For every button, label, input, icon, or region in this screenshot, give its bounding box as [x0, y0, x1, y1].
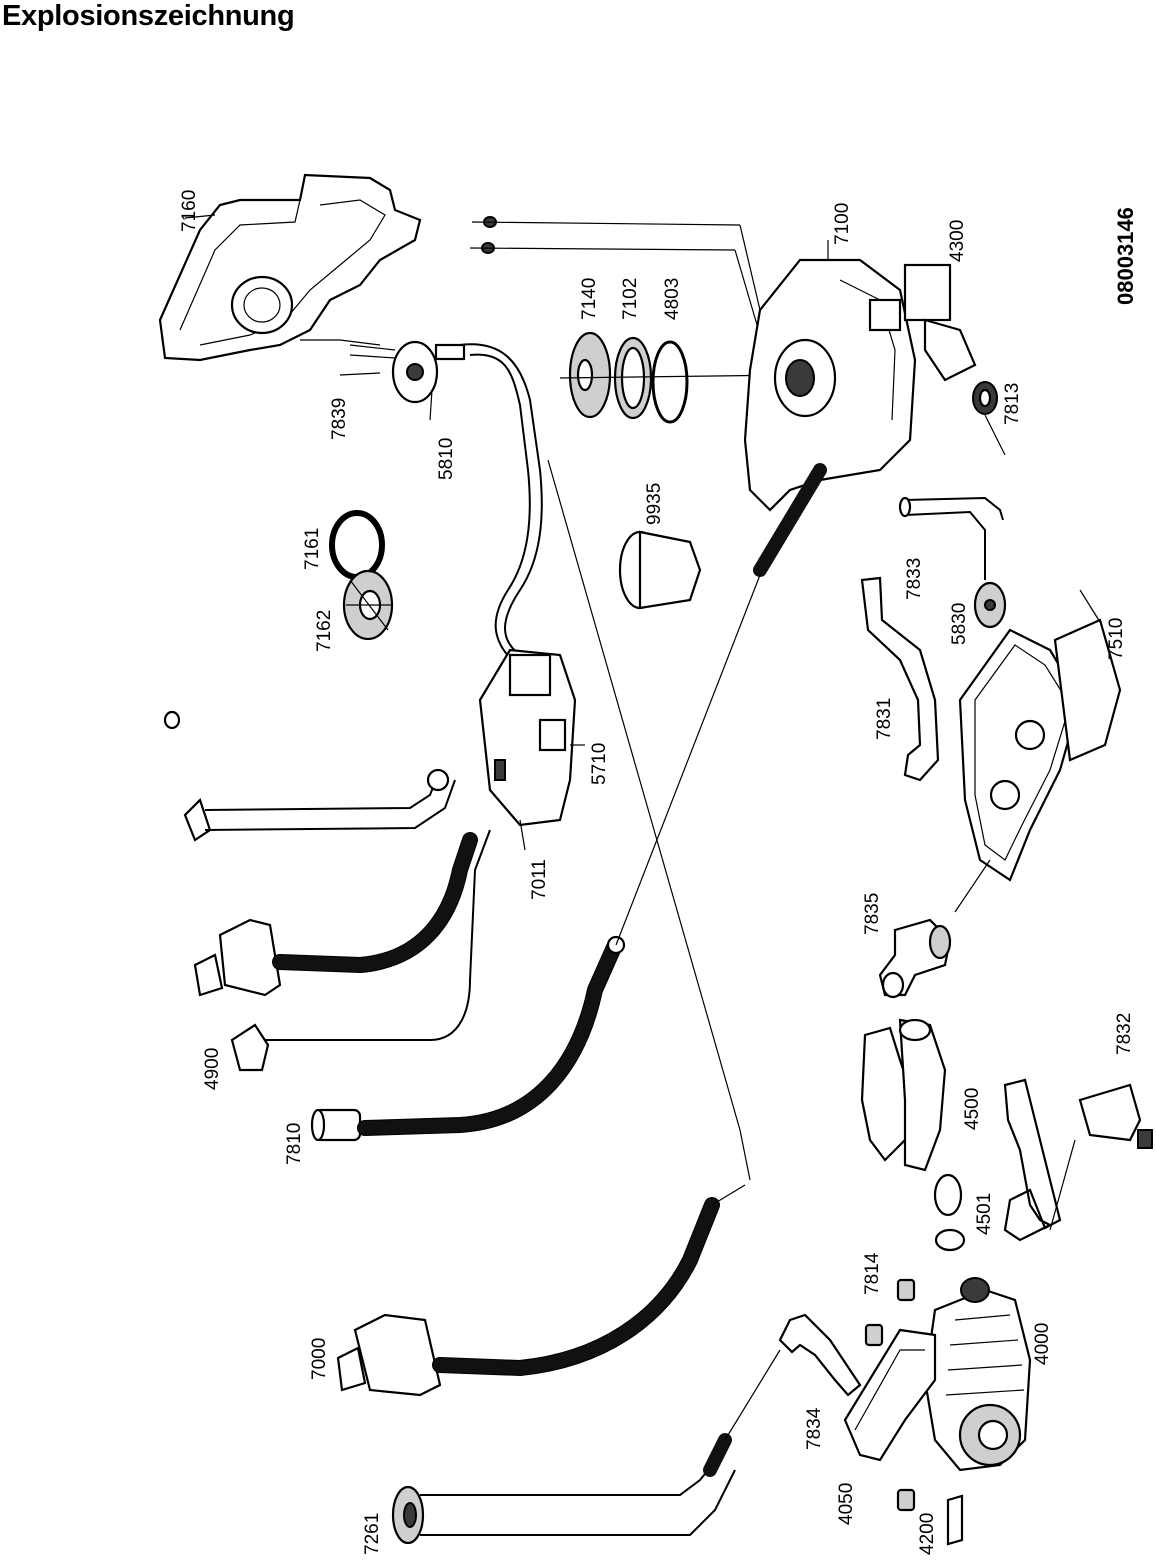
- label-7100: 7100: [832, 203, 853, 245]
- label-7833: 7833: [904, 558, 925, 600]
- label-7161: 7161: [302, 528, 323, 570]
- part-7832-hose: [1003, 1078, 1153, 1242]
- part-9935-cap: [618, 530, 702, 610]
- part-7160-housing: [158, 173, 422, 362]
- part-4050-bracket: [843, 1328, 937, 1462]
- part-5810-pressure-switch: [349, 340, 466, 404]
- part-7813-ring: [972, 381, 998, 415]
- label-7102: 7102: [620, 278, 641, 320]
- part-7834-hose: [778, 1313, 862, 1397]
- part-screws: [469, 216, 761, 336]
- label-4900: 4900: [202, 1048, 223, 1090]
- cable-line: [547, 459, 751, 1181]
- part-4501: [933, 1173, 966, 1252]
- document-number: 08003146: [1113, 207, 1138, 305]
- label-4000: 4000: [1032, 1323, 1053, 1365]
- part-7162-filter: [342, 569, 394, 641]
- part-7161-gasket: [329, 510, 385, 580]
- label-7140: 7140: [579, 278, 600, 320]
- label-5710: 5710: [589, 743, 610, 785]
- label-7000: 7000: [309, 1338, 330, 1380]
- label-9935: 9935: [644, 483, 665, 525]
- label-4050: 4050: [836, 1483, 857, 1525]
- part-7261: [391, 1433, 736, 1545]
- part-7835-elbow: [878, 918, 952, 999]
- label-7810: 7810: [284, 1123, 305, 1165]
- part-4803-seal: [651, 340, 689, 424]
- part-4000-pump-motor: [923, 1277, 1032, 1472]
- label-7834: 7834: [804, 1407, 825, 1450]
- label-5830: 5830: [949, 603, 970, 645]
- page-title: Explosionszeichnung: [2, 0, 295, 32]
- label-7162: 7162: [314, 610, 335, 652]
- part-4200: [896, 1488, 964, 1546]
- label-4500: 4500: [962, 1088, 983, 1130]
- label-7835: 7835: [862, 893, 883, 935]
- label-7839: 7839: [329, 398, 350, 440]
- part-7102-ring: [613, 336, 653, 420]
- part-4300: [903, 263, 977, 382]
- part-7810-drain-hose: [310, 935, 626, 1142]
- part-7140-nut: [568, 331, 612, 419]
- part-inlet-pipe: [183, 768, 456, 842]
- part-7831-hose: [860, 576, 940, 782]
- part-7510-base: [958, 618, 1122, 882]
- label-7813: 7813: [1002, 383, 1023, 425]
- part-7000-inlet-hose: [336, 1184, 746, 1397]
- label-4300: 4300: [947, 220, 968, 262]
- label-4501: 4501: [974, 1193, 995, 1235]
- label-7510: 7510: [1106, 618, 1127, 660]
- label-7831: 7831: [874, 698, 895, 740]
- part-5830: [973, 581, 1007, 629]
- part-4900-power-plug: [230, 829, 491, 1072]
- label-5810: 5810: [436, 438, 457, 480]
- part-clip: [163, 710, 181, 730]
- label-7160: 7160: [179, 190, 200, 232]
- label-4200: 4200: [917, 1513, 938, 1555]
- part-5710-valve: [478, 648, 577, 827]
- part-inlet-hose-upper: [193, 832, 478, 997]
- part-7100-sump: [743, 258, 917, 577]
- label-7814: 7814: [862, 1252, 883, 1295]
- part-4500-pump: [860, 1018, 947, 1172]
- hose-5810: [459, 343, 543, 656]
- label-4803: 4803: [662, 278, 683, 320]
- part-7833-hose: [898, 496, 1004, 580]
- label-7261: 7261: [362, 1513, 383, 1555]
- label-7011: 7011: [529, 859, 550, 900]
- part-7814: [864, 1278, 916, 1347]
- label-7832: 7832: [1114, 1013, 1135, 1055]
